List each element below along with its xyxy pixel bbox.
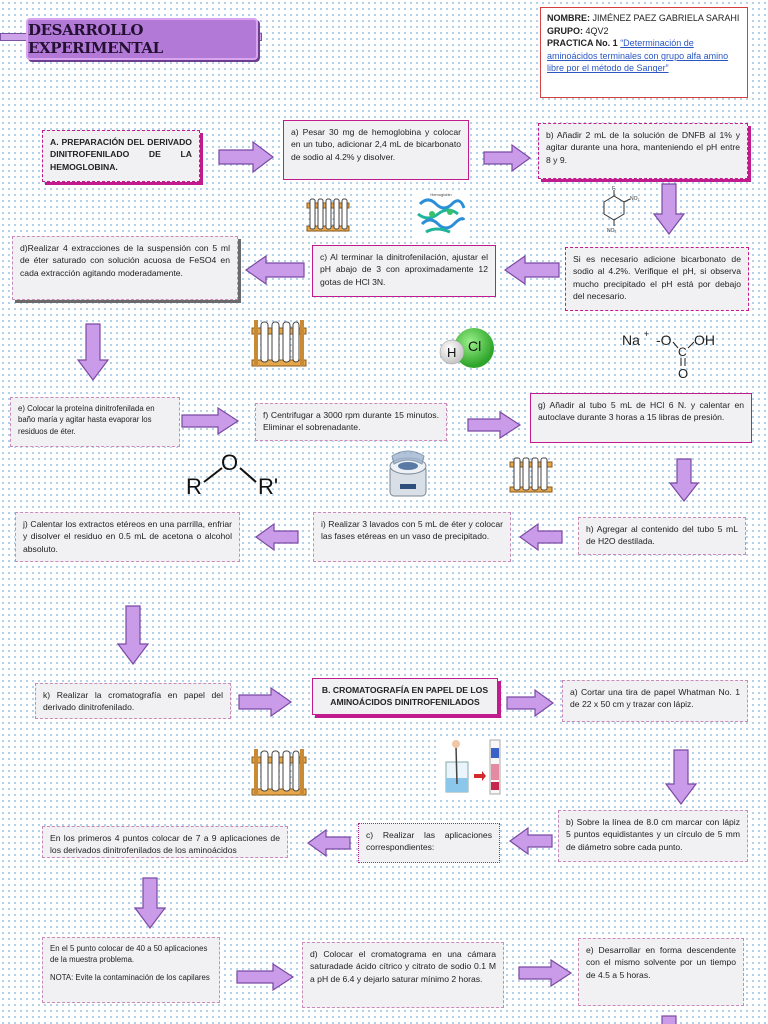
step-B: B. CROMATOGRAFÍA EN PAPEL DE LOS AMINOÁC… xyxy=(312,678,498,715)
arrow-g-down xyxy=(668,458,700,502)
step-k: k) Realizar la cromatografía en papel de… xyxy=(35,683,231,719)
step-c: c) Al terminar la dinitrofenilación, aju… xyxy=(312,245,496,297)
step-Ba: a) Cortar una tira de papel Whatman No. … xyxy=(562,680,748,722)
grupo-label: GRUPO: xyxy=(547,25,583,36)
arrow-i-to-j xyxy=(254,522,299,552)
nombre-value: JIMÉNEZ PAEZ GABRIELA SARAHI xyxy=(592,13,740,23)
r-prime-label: R' xyxy=(258,474,278,499)
arrow-note-to-c xyxy=(503,254,560,286)
step-h: h) Agregar al contenido del tubo 5 mL de… xyxy=(578,517,746,555)
step-e: e) Colocar la proteína dinitrofenilada e… xyxy=(10,397,180,447)
arrow-e-to-f xyxy=(181,406,240,436)
step-a: a) Pesar 30 mg de hemoglobina y colocar … xyxy=(283,120,469,180)
dnfb-no2-a: NO₂ xyxy=(630,196,640,202)
arrow-Ba-down xyxy=(664,749,698,805)
nombre-label: NOMBRE: xyxy=(547,13,590,23)
dnfb-structure-icon: F NO₂ NO₂ xyxy=(603,186,640,234)
arrow-Bd-to-Be xyxy=(518,958,573,988)
c-label: C xyxy=(678,345,687,359)
step-Bb: b) Sobre la línea de 8.0 cm marcar con l… xyxy=(558,810,748,862)
step-j: j) Calentar los extractos etéreos en una… xyxy=(15,512,240,562)
page-title: DESARROLLO EXPERIMENTAL xyxy=(26,18,258,60)
r-label: R xyxy=(186,474,202,499)
o-label: O xyxy=(678,366,688,381)
title-banner: DESARROLLO EXPERIMENTAL xyxy=(0,18,262,60)
step-Bc2-note: NOTA: Evite la contaminación de los capi… xyxy=(50,972,210,982)
step-Bd: d) Colocar el cromatograma en una cámara… xyxy=(302,942,504,1008)
step-Bc2-box: En el 5 punto colocar de 40 a 50 aplicac… xyxy=(42,937,220,1003)
na-label: Na xyxy=(622,332,640,348)
hcl-molecule-icon: H Cl xyxy=(439,328,494,368)
arrow-Bb-to-Bc xyxy=(508,826,553,856)
test-tube-rack-icon xyxy=(251,320,307,367)
arrow-c-to-d xyxy=(244,254,305,286)
student-info: NOMBRE: JIMÉNEZ PAEZ GABRIELA SARAHI GRU… xyxy=(540,7,748,98)
dnfb-no2-b: NO₂ xyxy=(607,228,617,234)
step-g: g) Añadir al tubo 5 mL de HCl 6 N. y cal… xyxy=(530,393,752,443)
step-Bc: c) Realizar las aplicaciones correspondi… xyxy=(358,823,500,863)
test-tube-rack-icon xyxy=(509,457,553,493)
grupo-value: 4QV2 xyxy=(585,25,609,36)
step-Bc2: En el 5 punto colocar de 40 a 50 aplicac… xyxy=(50,944,208,965)
ether-structure-icon: R O R' xyxy=(186,450,278,499)
hemoglobin-icon: Hemoglobin xyxy=(412,190,470,238)
step-Bc1: En los primeros 4 puntos colocar de 7 a … xyxy=(42,826,288,858)
step-Be: e) Desarrollar en forma descendente con … xyxy=(578,938,744,1006)
arrow-d-down xyxy=(76,323,110,381)
step-i: i) Realizar 3 lavados con 5 mL de éter y… xyxy=(313,512,511,562)
arrow-Bc2-to-Bd xyxy=(236,962,295,992)
oh-label: OH xyxy=(694,332,715,348)
arrow-Bc-to-Bc1 xyxy=(306,828,351,858)
arrow-j-down xyxy=(116,605,150,665)
arrow-Bc1-down xyxy=(133,877,167,929)
hemoglobin-label: Hemoglobin xyxy=(430,192,451,197)
dnfb-f-label: F xyxy=(612,186,615,192)
arrow-k-to-B xyxy=(238,686,293,718)
step-b: b) Añadir 2 mL de la solución de DNFB al… xyxy=(538,123,748,179)
step-d: d)Realizar 4 extracciones de la suspensi… xyxy=(12,236,238,300)
cl-label: Cl xyxy=(468,338,481,354)
step-f: f) Centrifugar a 3000 rpm durante 15 min… xyxy=(255,403,447,441)
na-charge: + xyxy=(644,329,649,339)
arrow-A-to-a xyxy=(218,140,274,174)
arrow-b-down xyxy=(652,183,686,235)
arrow-B-to-Ba xyxy=(506,688,555,718)
arrow-h-to-i xyxy=(518,522,563,552)
ether-o-label: O xyxy=(221,450,238,475)
centrifuge-icon xyxy=(389,450,427,497)
bicarbonate-structure-icon: Na + -O C OH O xyxy=(622,329,715,381)
arrow-a-to-b xyxy=(483,143,532,173)
arrow-f-to-g xyxy=(467,410,522,440)
step-b-note: Si es necesario adicione bicarbonato de … xyxy=(565,247,749,311)
test-tube-rack-icon xyxy=(306,198,350,232)
chromatography-icon xyxy=(440,736,506,798)
step-A: A. PREPARACIÓN DEL DERIVADO DINITROFENIL… xyxy=(42,130,200,182)
arrow-Be-down xyxy=(661,1015,677,1024)
h-label: H xyxy=(447,345,456,360)
practica-title: “Determinación de aminoácidos terminales… xyxy=(547,38,729,74)
o-minus-label: -O xyxy=(656,332,672,348)
test-tube-rack-icon xyxy=(251,749,307,796)
practica-label: PRACTICA No. 1 xyxy=(547,38,618,49)
